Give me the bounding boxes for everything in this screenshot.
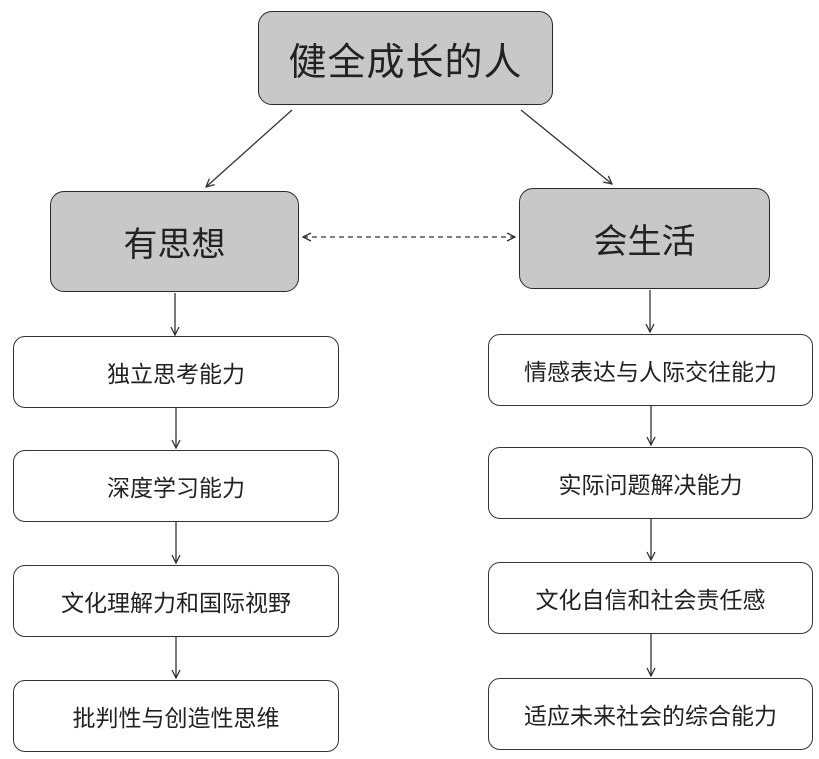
branch-node-left: 有思想 (50, 191, 299, 292)
left-item-1: 独立思考能力 (13, 336, 339, 408)
right-item-4: 适应未来社会的综合能力 (488, 678, 813, 750)
left-item-3: 文化理解力和国际视野 (13, 565, 339, 637)
branch-node-right: 会生活 (519, 188, 770, 289)
arrow-root-to-right (520, 109, 612, 184)
right-item-2: 实际问题解决能力 (488, 447, 813, 519)
left-item-2: 深度学习能力 (13, 450, 339, 522)
right-item-1: 情感表达与人际交往能力 (488, 334, 813, 406)
arrow-root-to-left (206, 109, 293, 187)
left-item-4: 批判性与创造性思维 (13, 680, 339, 752)
root-node: 健全成长的人 (258, 11, 553, 105)
right-item-3: 文化自信和社会责任感 (488, 562, 813, 634)
